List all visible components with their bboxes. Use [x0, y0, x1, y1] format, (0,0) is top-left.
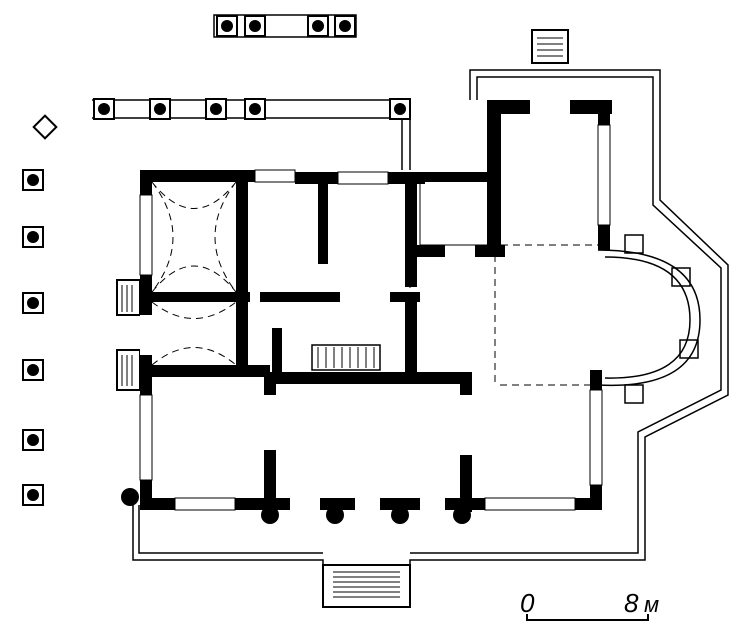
- column: [98, 103, 110, 115]
- pilaster-column: [326, 506, 344, 524]
- scale-end-label: 8: [624, 588, 639, 618]
- column: [210, 103, 222, 115]
- column: [27, 434, 39, 446]
- scale-unit-label: м: [644, 592, 660, 617]
- corner-column: [32, 114, 58, 140]
- pilaster-column: [261, 506, 279, 524]
- column: [394, 103, 406, 115]
- colonnade-top: [92, 14, 411, 170]
- column: [339, 20, 351, 32]
- column: [27, 174, 39, 186]
- entrance-steps: [116, 29, 569, 608]
- scale-start-label: 0: [520, 588, 535, 618]
- pilaster-column: [391, 506, 409, 524]
- column: [27, 489, 39, 501]
- pilaster-column: [121, 488, 139, 506]
- terrace-outline: [132, 69, 729, 570]
- openings: [140, 100, 610, 510]
- scale-bar: [526, 614, 649, 621]
- vault-lines: [151, 181, 598, 386]
- pilaster-column: [453, 506, 471, 524]
- column: [249, 103, 261, 115]
- column: [312, 20, 324, 32]
- columns: [22, 15, 471, 524]
- walls: [140, 100, 612, 512]
- column: [27, 297, 39, 309]
- column: [27, 231, 39, 243]
- apse: [597, 234, 701, 404]
- column: [154, 103, 166, 115]
- window-frames: [139, 124, 611, 511]
- column: [27, 364, 39, 376]
- column: [221, 20, 233, 32]
- column: [249, 20, 261, 32]
